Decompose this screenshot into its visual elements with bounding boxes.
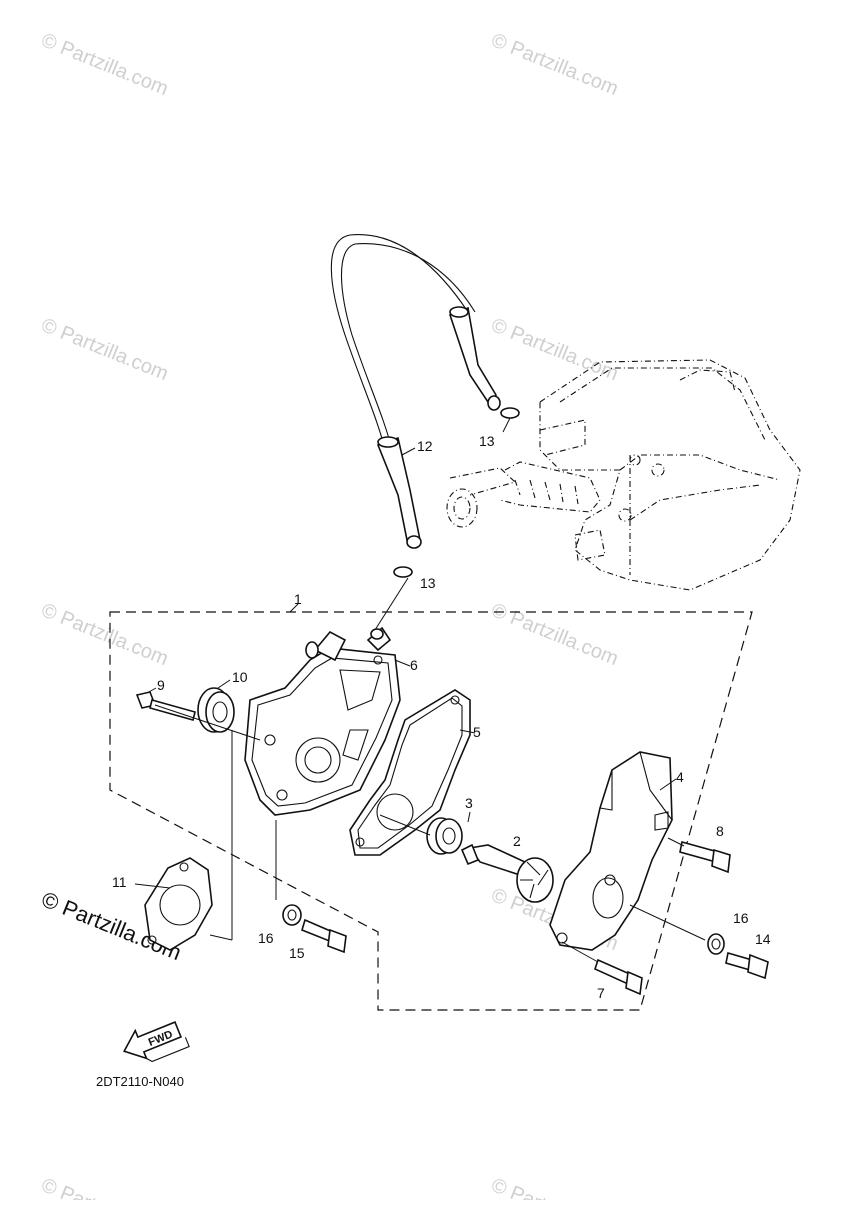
bolt-9	[135, 691, 261, 741]
callout-7: 7	[597, 985, 605, 1001]
callout-4: 4	[676, 769, 684, 785]
callout-13-lower: 13	[420, 575, 436, 591]
watermarks: © Partzilla.com © Partzilla.com © Partzi…	[38, 29, 621, 1205]
watermark: © Partzilla.com	[488, 29, 621, 100]
callout-12: 12	[417, 438, 433, 454]
hose-12	[376, 436, 421, 547]
callouts: 1 2 3 4 5 6 7 8 9 10 11 12 13 13 14 15 1…	[112, 433, 771, 1001]
callout-16-right: 16	[733, 910, 749, 926]
callout-6: 6	[410, 657, 418, 673]
clamp-13-lower	[393, 566, 413, 578]
watermark: © Partzilla.com	[38, 1174, 171, 1200]
callout-9: 9	[157, 677, 165, 693]
callout-15: 15	[289, 945, 305, 961]
callout-10: 10	[232, 669, 248, 685]
leaders	[134, 417, 677, 889]
impeller-2	[460, 843, 554, 903]
callout-13-upper: 13	[479, 433, 495, 449]
pump-cover-4	[549, 751, 706, 951]
watermark: © Partzilla.com	[38, 314, 171, 385]
watermark: © Partzilla.com	[38, 29, 171, 100]
watermark: © Partzilla.com	[488, 599, 621, 670]
bolt-14	[725, 951, 769, 980]
hose-assembly	[330, 234, 520, 631]
watermark: © Partzilla.com	[38, 599, 171, 670]
kit-boundary-1	[109, 611, 753, 1011]
pump-housing-6	[244, 626, 401, 816]
hose-segment-upper	[449, 306, 497, 407]
clamp-13-upper	[500, 407, 520, 419]
bolt-7	[561, 941, 643, 996]
washer-16-right	[707, 933, 725, 955]
air-filter-case	[446, 359, 801, 591]
watermark: © Partzilla.com	[488, 1174, 621, 1200]
fwd-arrow-icon: FWD	[123, 1021, 190, 1063]
callout-11: 11	[112, 874, 127, 890]
callout-8: 8	[716, 823, 724, 839]
callout-3: 3	[465, 795, 473, 811]
callout-14: 14	[755, 931, 771, 947]
cover-11	[144, 857, 213, 951]
callout-16-left: 16	[258, 930, 274, 946]
bearing-10	[197, 687, 235, 733]
watermark: © Partzilla.com	[488, 314, 621, 385]
callout-1: 1	[294, 591, 302, 607]
callout-5: 5	[473, 724, 481, 740]
washer-16-left	[282, 904, 302, 926]
bolt-15	[275, 820, 347, 954]
diagram-code: 2DT2110-N040	[96, 1074, 184, 1089]
callout-2: 2	[513, 833, 521, 849]
seal-3	[426, 817, 463, 855]
gasket-5	[349, 689, 471, 856]
bolt-8	[667, 837, 731, 874]
